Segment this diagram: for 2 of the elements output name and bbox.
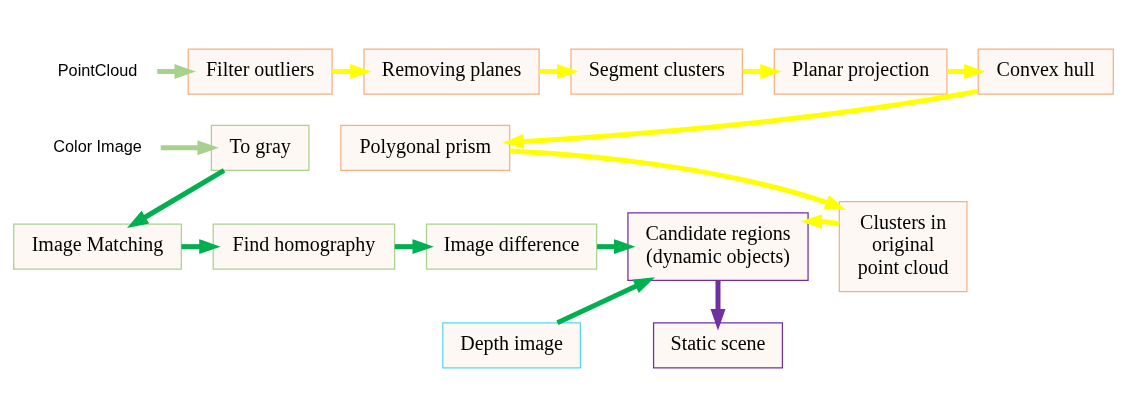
node-text: Color Image [53, 136, 142, 155]
node-text: PointCloud [57, 60, 138, 79]
